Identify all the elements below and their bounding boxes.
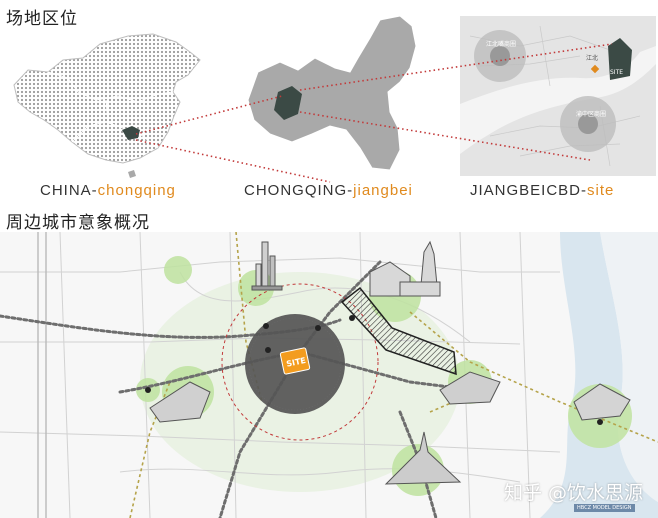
cbd-district-label-1: 江北嘴商圈	[486, 40, 516, 48]
caption-cbd-main: JIANGBEICBD-	[470, 182, 588, 199]
jiangbei-highlight	[274, 86, 302, 120]
landmark-grand-theatre	[573, 383, 631, 421]
landmark-theatre	[439, 371, 501, 405]
caption-china-main: CHINA-	[40, 182, 98, 199]
location-connectors	[135, 43, 613, 183]
site-block	[279, 347, 311, 375]
city-context-map: SITE	[0, 232, 658, 518]
landmark-church	[369, 240, 441, 297]
caption-china: CHINA-chongqing	[40, 182, 176, 199]
caption-chongqing: CHONGQING-jiangbei	[244, 182, 413, 199]
chongqing-highlight	[122, 126, 140, 140]
caption-cbd-highlight: site	[587, 182, 615, 199]
landmark-bridge	[384, 431, 462, 485]
cbd-district-label-2: 江北	[586, 54, 598, 62]
cbd-map: 江北嘴商圈 江北 渝中区商圈 SITE	[460, 16, 656, 176]
caption-china-highlight: chongqing	[97, 182, 176, 199]
hatched-corridor	[340, 286, 457, 376]
context-section-title: 周边城市意象概况	[6, 213, 150, 233]
caption-chongqing-main: CHONGQING-	[244, 182, 354, 199]
landmark-towers	[251, 241, 283, 291]
watermark-text: 知乎 @饮水思源	[504, 482, 644, 504]
watermark-sub: HBCZ MODEL DESIGN	[574, 504, 635, 512]
china-map	[13, 33, 201, 178]
caption-chongqing-highlight: jiangbei	[353, 182, 413, 199]
landmark-museum	[149, 381, 211, 423]
cbd-site-label: SITE	[610, 69, 623, 76]
chongqing-map	[247, 15, 417, 171]
cbd-district-label-3: 渝中区商圈	[576, 110, 606, 118]
site-label: SITE	[286, 356, 307, 369]
location-section-title: 场地区位	[6, 9, 78, 29]
caption-cbd: JIANGBEICBD-site	[470, 182, 614, 199]
